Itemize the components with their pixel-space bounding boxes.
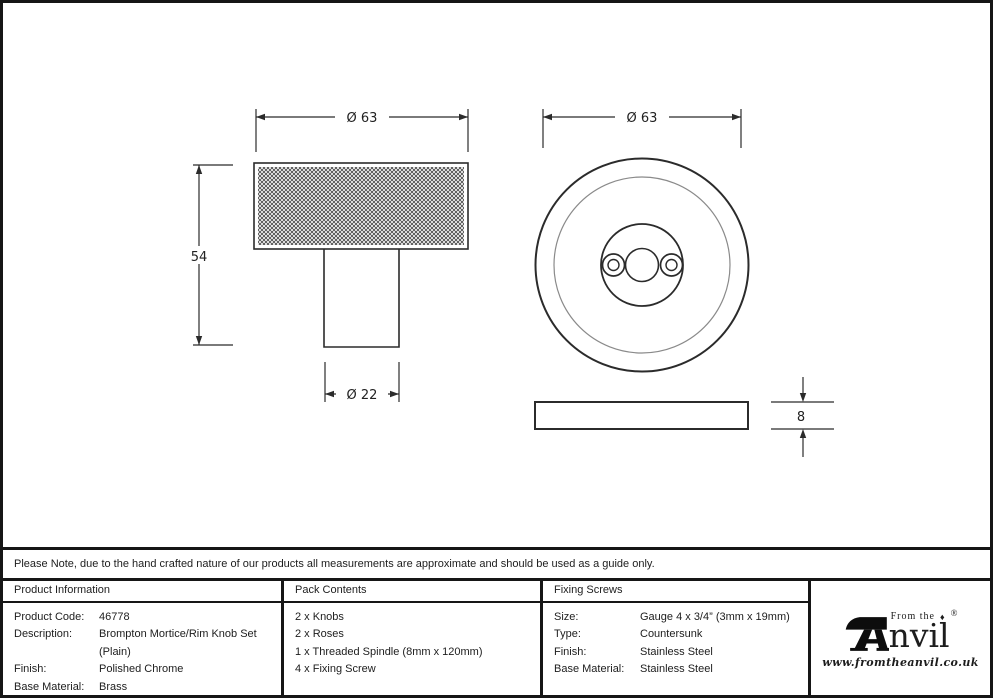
finish-label: Finish:: [14, 663, 47, 676]
rose-width-dimension-label: Ø 63: [627, 111, 658, 126]
table-row: Product Code: 46778: [14, 609, 281, 626]
knob-stem-outline: [323, 249, 400, 348]
knob-width-dimension: Ø 63: [255, 108, 469, 152]
rose-left-screw-hole: [601, 253, 626, 277]
screw-type-label: Type:: [554, 628, 581, 641]
screw-size-value: Gauge 4 x 3/4” (3mm x 19mm): [640, 611, 790, 623]
specification-table: Product Information Product Code: 46778 …: [3, 578, 990, 695]
base-material-value: Brass: [99, 680, 128, 693]
description-label: Description:: [14, 628, 73, 641]
table-row: Size: Gauge 4 x 3/4” (3mm x 19mm): [554, 609, 808, 626]
diamond-icon: ♦: [939, 611, 946, 622]
knob-height-dimension-label: 54: [191, 250, 208, 265]
knob-knurl-texture: [258, 167, 464, 245]
registered-trademark-symbol: ®: [950, 608, 958, 618]
rose-right-screw-hole-inner: [665, 258, 678, 272]
pack-contents-header: Pack Contents: [284, 581, 540, 603]
logo-from-the-text: From the: [890, 611, 935, 622]
description-value: Brompton Mortice/Rim Knob Set (Plain): [99, 626, 281, 661]
description-line1: Brompton Mortice/Rim Knob Set: [99, 628, 257, 641]
screw-finish-value: Stainless Steel: [640, 645, 713, 658]
knob-stem-dimension-label: Ø 22: [347, 388, 378, 403]
knob-width-dimension-label: Ø 63: [347, 111, 378, 126]
technical-drawings: Ø 63 54: [186, 108, 834, 457]
logo-wordmark: nvil: [888, 616, 950, 655]
list-item: 1 x Threaded Spindle (8mm x 120mm): [295, 645, 483, 658]
product-code-value: 46778: [99, 611, 130, 623]
list-item: 2 x Knobs: [295, 611, 344, 623]
knob-stem-dimension: Ø 22: [324, 362, 400, 403]
product-code-label: Product Code:: [14, 611, 85, 623]
table-row: Base Material: Stainless Steel: [554, 661, 808, 678]
fixing-screws-column: Fixing Screws Size: Gauge 4 x 3/4” (3mm …: [543, 581, 811, 695]
measurements-note: Please Note, due to the hand crafted nat…: [3, 547, 990, 578]
rose-center-boss: [600, 223, 684, 307]
base-material-label: Base Material:: [14, 680, 85, 693]
rose-inner-ring: [553, 176, 731, 354]
table-row: Finish: Polished Chrome: [14, 661, 281, 678]
brand-logo-cell: From the ♦ nvil ® www.fromtheanvil.co.uk: [811, 581, 990, 695]
rose-thickness-dimension-label: 8: [797, 410, 805, 425]
list-item: 2 x Roses: [295, 628, 344, 641]
screw-type-value: Countersunk: [640, 628, 703, 641]
rose-spindle-hole: [624, 247, 660, 283]
logo-website: www.fromtheanvil.co.uk: [822, 656, 979, 669]
product-information-column: Product Information Product Code: 46778 …: [3, 581, 284, 695]
table-row: Finish: Stainless Steel: [554, 644, 808, 661]
screw-base-material-value: Stainless Steel: [640, 663, 713, 676]
list-item: 4 x Fixing Screw: [295, 663, 376, 676]
product-information-header: Product Information: [3, 581, 281, 603]
rose-left-screw-hole-inner: [607, 258, 620, 272]
table-row: Base Material: Brass: [14, 679, 281, 696]
screw-size-label: Size:: [554, 611, 579, 623]
table-row: Description: Brompton Mortice/Rim Knob S…: [14, 626, 281, 661]
rose-right-screw-hole: [659, 253, 684, 277]
fixing-screws-header: Fixing Screws: [543, 581, 808, 603]
pack-contents-column: Pack Contents 2 x Knobs 2 x Roses 1 x Th…: [284, 581, 543, 695]
knob-height-dimension: 54: [186, 164, 233, 346]
knob-side-view-drawing: Ø 63 54: [186, 108, 469, 403]
rose-front-view-drawing: Ø 63 8: [534, 108, 834, 457]
screw-base-material-label: Base Material:: [554, 663, 625, 676]
rose-width-dimension: Ø 63: [542, 108, 742, 148]
table-row: Type: Countersunk: [554, 626, 808, 643]
finish-value: Polished Chrome: [99, 663, 184, 676]
measurements-note-text: Please Note, due to the hand crafted nat…: [14, 558, 655, 570]
rose-side-profile: [534, 401, 749, 430]
description-line2: (Plain): [99, 645, 131, 658]
screw-finish-label: Finish:: [554, 645, 587, 658]
from-the-anvil-logo: From the ♦ nvil ® www.fromtheanvil.co.uk: [822, 608, 979, 669]
anvil-a-icon: [845, 617, 889, 651]
rose-thickness-dimension: 8: [771, 377, 834, 457]
